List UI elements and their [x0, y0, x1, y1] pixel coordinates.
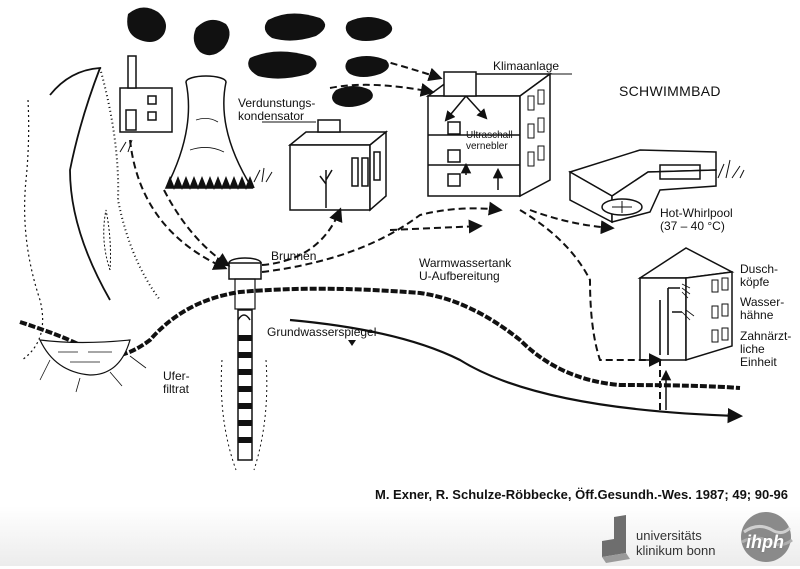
label-uferfiltrat: Ufer- filtrat	[163, 369, 190, 396]
smoke-clouds	[127, 7, 393, 107]
footer-band	[0, 506, 800, 566]
citation: M. Exner, R. Schulze-Röbbecke, Öff.Gesun…	[375, 487, 788, 502]
ground-surface	[19, 286, 741, 390]
ukb-logo-mark	[602, 515, 630, 563]
ukb-logo: universitäts klinikum bonn	[600, 513, 735, 563]
lake	[38, 339, 131, 376]
cloud-4	[345, 17, 393, 41]
label-grundwasserspiegel: Grundwasserspiegel	[267, 325, 377, 339]
cloud-6	[345, 56, 389, 77]
label-ultraschallvernebler: Ultraschall- vernebler	[466, 130, 517, 152]
well	[220, 257, 268, 471]
ukb-logo-line1: universitäts	[636, 528, 702, 543]
label-hot-whirlpool: Hot-Whirlpool (37 – 40 °C)	[660, 206, 733, 233]
seepage-lines	[39, 355, 147, 393]
cloud-5	[248, 51, 317, 79]
ihph-logo: ihph	[738, 510, 794, 564]
condenser-building	[287, 119, 389, 212]
cloud-2	[193, 19, 230, 56]
whirlpool-building	[568, 149, 717, 224]
cloud-3	[264, 13, 326, 41]
label-brunnen: Brunnen	[271, 249, 317, 263]
cloud-1	[127, 7, 166, 43]
ihph-logo-mark	[741, 512, 793, 562]
ihph-logo-text: ihph	[746, 532, 784, 552]
power-plant	[119, 55, 173, 133]
hvac-building	[425, 71, 553, 198]
groundwater-table-marker	[348, 340, 356, 346]
lake-waves	[58, 351, 112, 363]
label-duschkoepfe: Dusch- köpfe	[740, 262, 779, 289]
groundwater-flow-arrow	[289, 318, 744, 424]
cooling-tower	[164, 75, 255, 191]
river-valley	[21, 67, 161, 361]
label-warmwassertank: Warmwassertank U-Aufbereitung	[419, 256, 512, 283]
label-wasserhaehne: Wasser- hähne	[740, 295, 785, 322]
shrubs	[103, 139, 745, 271]
cloud-7	[332, 86, 373, 107]
label-verdunstungskondensator: Verdunstungs- kondensator	[238, 96, 316, 123]
label-zahnaerztliche-einheit: Zahnärzt- liche Einheit	[740, 329, 792, 369]
ukb-logo-line2: klinikum bonn	[636, 543, 716, 558]
label-schwimmbad: SCHWIMMBAD	[619, 83, 721, 99]
shower-house	[637, 247, 735, 362]
label-leaders	[262, 73, 572, 123]
dashed-flow-paths	[129, 59, 663, 410]
label-klimaanlage: Klimaanlage	[493, 59, 560, 73]
